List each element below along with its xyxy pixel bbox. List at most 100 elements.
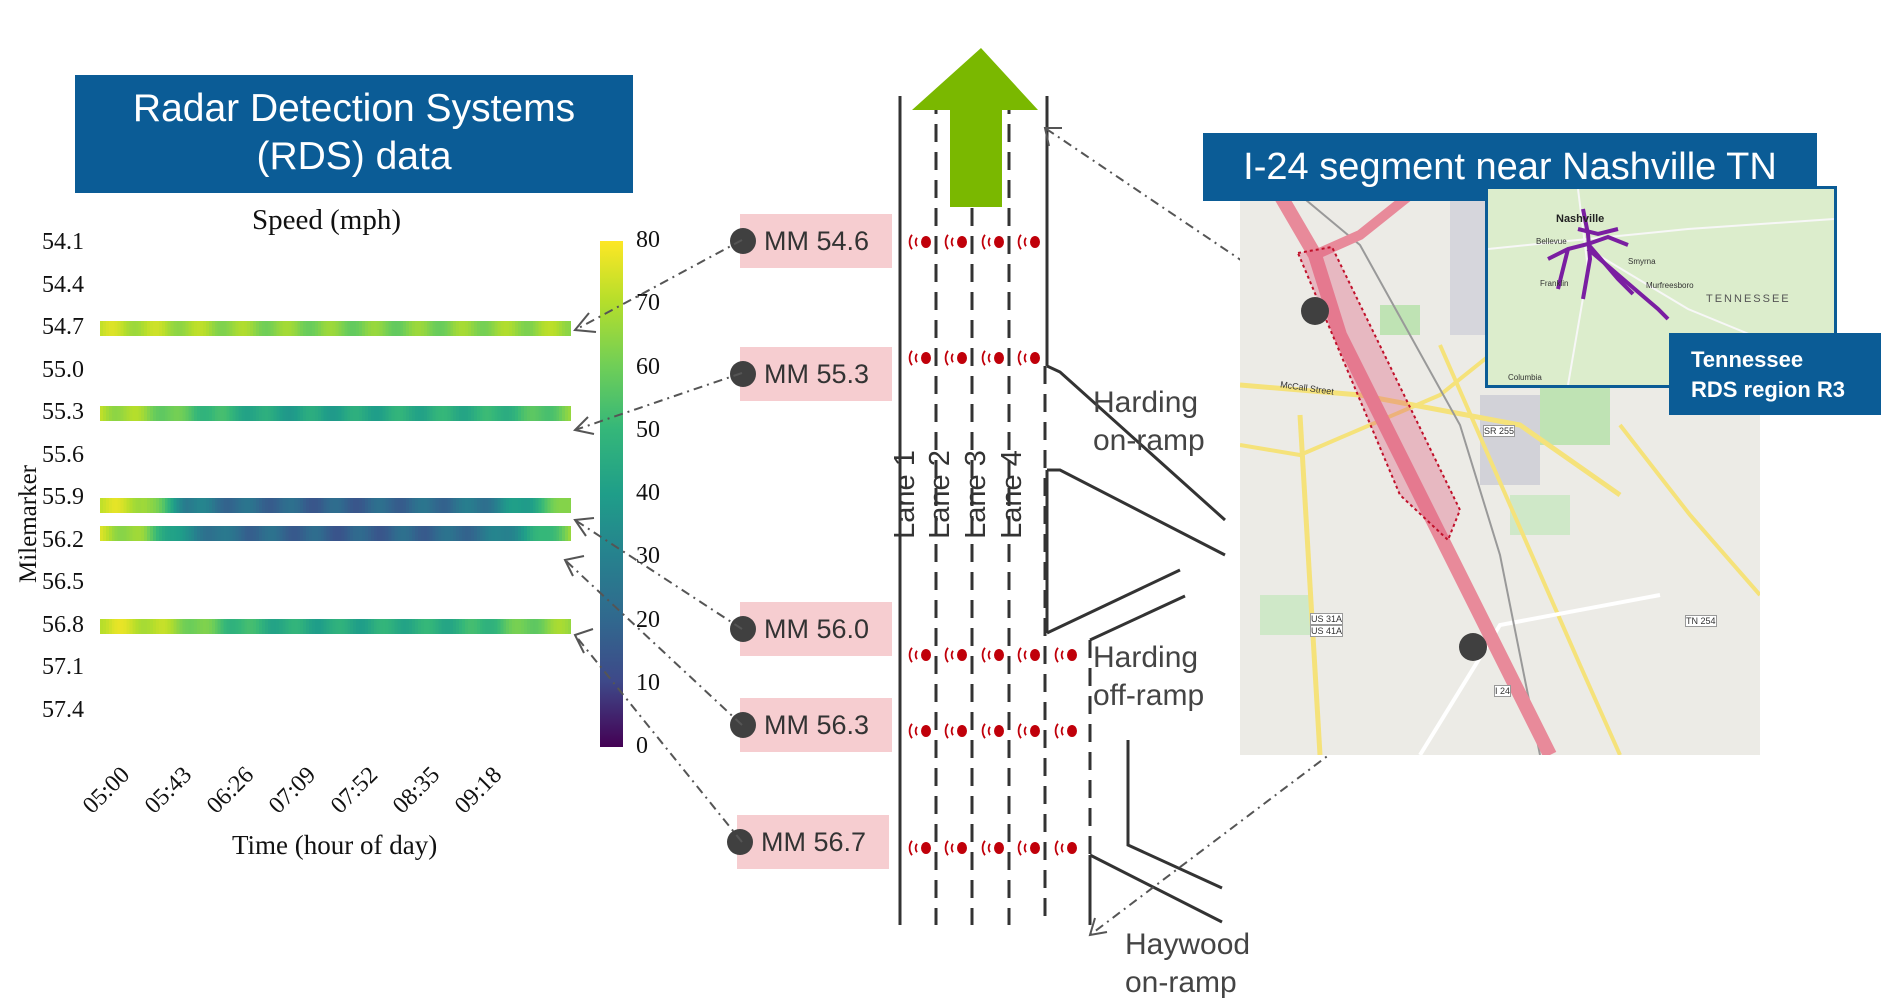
inset-town-bellevue: Bellevue: [1536, 237, 1567, 246]
heatmap-row: [100, 406, 571, 421]
heatmap-row: [100, 618, 571, 634]
detector-location-dot: [730, 228, 756, 254]
radar-sensor-icon: [1017, 723, 1040, 739]
rds-segment-highlight: [1296, 245, 1462, 542]
connector-mm567: [574, 634, 743, 843]
inset-city-label: Nashville: [1556, 213, 1605, 225]
y-tick-label: 56.2: [42, 526, 84, 553]
radar-sensor-icon: [944, 350, 967, 366]
radar-sensor-icon: [908, 723, 931, 739]
connector-map-top: [1044, 127, 1316, 311]
region-label-box: Tennessee RDS region R3: [1669, 333, 1881, 415]
haywood-on-ramp-upper: [1126, 740, 1223, 890]
map-road-label-us41a: US 41A: [1310, 625, 1344, 637]
radar-sensor-icon: [908, 350, 931, 366]
y-tick-label: 56.8: [42, 611, 84, 638]
harding-off-ramp-upper: [1046, 568, 1181, 635]
radar-sensor-icon: [1017, 234, 1040, 250]
road: [1438, 344, 1622, 755]
region-label-line2: RDS region R3: [1691, 377, 1846, 402]
harding-on-ramp-label: Harding on-ramp: [1093, 384, 1205, 460]
x-axis-label: Time (hour of day): [232, 830, 438, 860]
y-tick-label: 56.5: [42, 569, 84, 595]
y-tick-label: 55.3: [42, 399, 84, 425]
road: [1240, 382, 1622, 498]
road: [1297, 414, 1323, 755]
radar-sensor-icon: [1017, 647, 1040, 663]
harding-off-ramp-lower: [1089, 594, 1186, 642]
harding-off-ramp-label: Harding off-ramp: [1093, 639, 1204, 715]
lane-label: Lane 3: [959, 450, 992, 539]
radar-sensor-icon: [981, 647, 1004, 663]
rds-title-box: Radar Detection Systems (RDS) data: [75, 75, 633, 193]
radar-sensor-icon: [944, 840, 967, 856]
industrial-area: [1480, 395, 1540, 485]
radar-sensor-icon: [944, 234, 967, 250]
map-road-label-us31a: US 31A: [1310, 613, 1344, 625]
colorbar-tick-label: 30: [636, 543, 660, 570]
harding-off-ramp-line2: off-ramp: [1093, 679, 1205, 712]
colorbar-tick-label: 70: [636, 290, 660, 317]
colorbar-tick-label: 10: [636, 669, 660, 696]
radar-sensor-icon: [944, 723, 967, 739]
detector-location-dot: [730, 361, 756, 387]
radar-sensor-icon: [981, 350, 1004, 366]
heatmap-row: [100, 526, 571, 542]
map-road-label-sr255: SR 255: [1483, 425, 1516, 437]
arrowhead-2: [572, 416, 595, 435]
radar-sensors: [908, 234, 1077, 856]
harding-off-ramp-line1: Harding: [1093, 641, 1199, 674]
colorbar-tick-label: 50: [636, 416, 660, 443]
traffic-direction-arrow: [912, 48, 1038, 207]
y-tick-label: 54.4: [42, 271, 84, 298]
map-road-label-i24: I 24: [1494, 685, 1512, 697]
colorbar-tick-label: 40: [636, 480, 660, 506]
colorbar-tick-label: 60: [636, 353, 660, 380]
y-tick-label: 54.7: [42, 314, 84, 340]
inset-town-murfreesboro: Murfreesboro: [1646, 281, 1694, 290]
arrowhead-6: [1043, 127, 1062, 147]
haywood-on-ramp-line1: Haywood: [1125, 928, 1251, 961]
y-tick-label: 54.1: [42, 229, 84, 255]
connector-mm553: [574, 372, 743, 431]
radar-sensor-icon: [908, 840, 931, 856]
inset-town-smyrna: Smyrna: [1628, 257, 1656, 266]
haywood-on-ramp-line2: on-ramp: [1125, 966, 1237, 999]
harding-on-ramp-upper: [1046, 364, 1227, 522]
radar-sensor-icon: [908, 234, 931, 250]
interstate-40: [1312, 195, 1414, 260]
harding-on-ramp-line1: Harding: [1093, 386, 1199, 419]
arrowhead-3: [573, 517, 595, 537]
inset-town-columbia: Columbia: [1508, 373, 1542, 382]
radar-sensor-icon: [1017, 350, 1040, 366]
connector-mm563: [564, 559, 743, 726]
lane-label: Lane 1: [888, 450, 921, 539]
connector-map-bottom: [1089, 646, 1473, 936]
detector-location-dot: [730, 616, 756, 642]
colorbar-tick-label: 20: [636, 606, 660, 633]
park-area: [1540, 385, 1610, 445]
interstate-24: [1273, 195, 1557, 755]
rds-title-line1: Radar Detection Systems: [132, 87, 576, 130]
park-area: [1380, 305, 1420, 335]
y-tick-label: 55.9: [42, 484, 84, 510]
colorbar-tick-label: 80: [636, 227, 660, 253]
radar-sensor-icon: [1054, 840, 1077, 856]
harding-on-ramp-line2: on-ramp: [1093, 424, 1205, 457]
arrowhead-7: [1088, 917, 1108, 937]
lane-label: Lane 4: [995, 450, 1028, 539]
colorbar: [600, 241, 623, 747]
haywood-on-ramp-lower: [1089, 853, 1223, 924]
heatmap-row: [100, 321, 571, 336]
detector-location-dot: [727, 829, 753, 855]
road: [1618, 423, 1760, 597]
radar-sensor-icon: [981, 723, 1004, 739]
y-tick-label: 57.4: [42, 696, 84, 723]
chart-title: Speed (mph): [252, 204, 401, 236]
arrowhead-5: [573, 628, 594, 654]
haywood-on-ramp-label: Haywood on-ramp: [1125, 926, 1250, 1002]
radar-sensor-icon: [981, 840, 1004, 856]
segment-end-marker: [1459, 633, 1487, 661]
radar-sensor-icon: [1054, 647, 1077, 663]
